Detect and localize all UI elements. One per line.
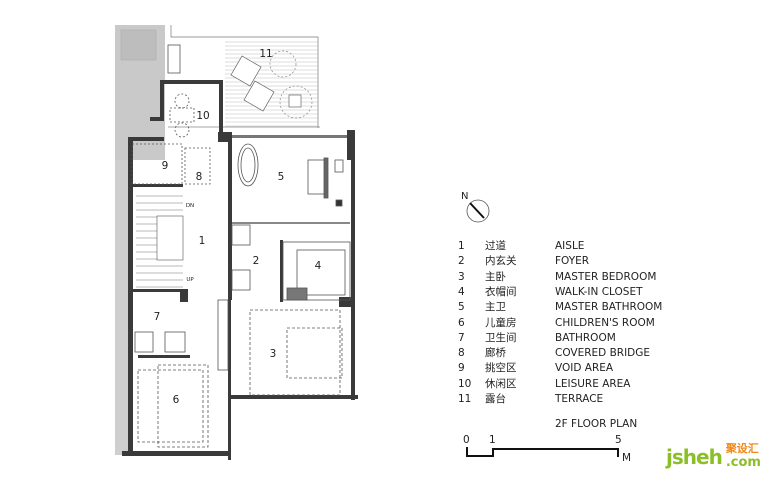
legend-chinese-name: 过道 [485, 240, 506, 252]
scale-tick-0: 0 [463, 434, 470, 446]
legend-chinese-name: 主卧 [485, 270, 506, 283]
legend-english-name: MASTER BATHROOM [555, 301, 663, 314]
legend-number: 8 [458, 347, 465, 360]
scale-tick-5: 5 [615, 434, 622, 446]
legend-english-name: CHILDREN'S ROOM [555, 316, 655, 329]
legend-english-name: LEISURE AREA [555, 377, 631, 390]
legend-number: 7 [458, 331, 465, 344]
legend-number: 9 [458, 362, 465, 375]
adjacent-roof [120, 29, 157, 61]
legend-chinese-name: 儿童房 [485, 316, 517, 329]
legend-chinese-name: 主卫 [485, 301, 506, 314]
legend-chinese-name: 衣帽间 [485, 285, 517, 298]
terrace [167, 25, 320, 128]
walls [122, 80, 358, 460]
legend-english-name: BATHROOM [555, 331, 616, 344]
room-label-9: 9 [162, 160, 169, 172]
watermark-latin: jsheh [666, 445, 723, 469]
scale-unit: M [622, 452, 632, 464]
stair-down-label: DN [186, 203, 194, 209]
legend-english-name: MASTER BEDROOM [555, 270, 657, 283]
legend-chinese-name: 露台 [485, 393, 506, 405]
legend-english-name: AISLE [555, 240, 585, 252]
legend-number: 10 [458, 377, 472, 390]
room-label-4: 4 [315, 260, 322, 272]
scale-tick-1: 1 [489, 434, 496, 446]
legend-chinese-name: 内玄关 [485, 255, 517, 268]
watermark-zh: 聚设汇 [725, 442, 759, 455]
room-label-11: 11 [259, 48, 272, 60]
watermark-logo: jsheh 聚设汇 .com [666, 442, 761, 472]
legend-number: 6 [458, 316, 465, 329]
adjacent-strip [115, 160, 128, 455]
north-arrow-icon [466, 199, 490, 223]
legend-number: 3 [458, 270, 465, 283]
plan-title: 2F FLOOR PLAN [555, 418, 638, 430]
legend-number: 5 [458, 301, 465, 314]
legend-english-name: COVERED BRIDGE [555, 347, 651, 360]
legend-chinese-name: 卫生间 [485, 331, 517, 344]
room-label-10: 10 [196, 110, 209, 122]
legend-number: 1 [458, 240, 465, 252]
legend-chinese-name: 廊桥 [485, 347, 506, 360]
legend-english-name: VOID AREA [555, 362, 614, 375]
room-label-8: 8 [196, 171, 203, 183]
legend-number: 2 [458, 255, 465, 268]
room-label-2: 2 [253, 255, 260, 267]
room-label-5: 5 [278, 171, 285, 183]
compass-north-label: N [461, 191, 469, 202]
stair-up-label: UP [186, 277, 194, 283]
fixtures [131, 93, 351, 448]
watermark-right-column: 聚设汇 .com [726, 442, 761, 471]
legend-number: 4 [458, 285, 465, 298]
staircase [136, 195, 184, 288]
scale-bar [466, 447, 619, 457]
legend-english-name: WALK-IN CLOSET [555, 285, 643, 298]
room-label-6: 6 [173, 394, 180, 406]
legend-english-name: TERRACE [555, 393, 604, 405]
watermark-domain: .com [725, 455, 761, 470]
legend-english-name: FOYER [555, 255, 590, 268]
room-label-3: 3 [270, 348, 277, 360]
room-label-1: 1 [199, 235, 206, 247]
room-label-7: 7 [154, 311, 161, 323]
legend-chinese-name: 挑空区 [485, 362, 517, 375]
legend-number: 11 [458, 393, 472, 405]
legend-chinese-name: 休闲区 [485, 377, 517, 390]
